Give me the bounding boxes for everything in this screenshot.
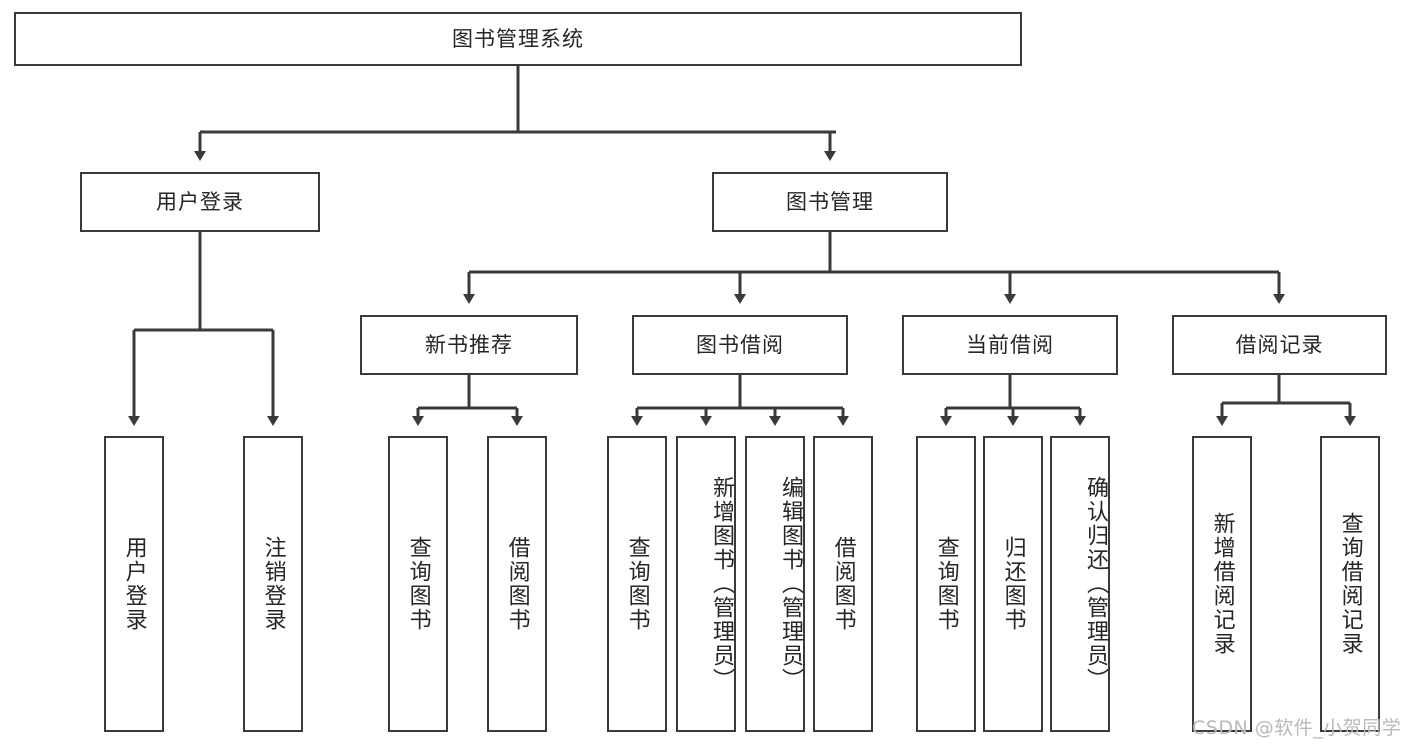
node-borrow-record[interactable]: 借阅记录	[1172, 315, 1387, 375]
node-borrow-record-label: 借阅记录	[1235, 332, 1324, 357]
leaf-add-record[interactable]: 新增借阅记录	[1192, 436, 1252, 732]
leaf-borrow-book-1[interactable]: 借阅图书	[487, 436, 547, 732]
node-book-manage-label: 图书管理	[786, 189, 874, 214]
leaf-confirm-return-label: 确认归还（管理员）	[1083, 476, 1108, 692]
node-book-manage[interactable]: 图书管理	[712, 172, 948, 232]
leaf-edit-book-label: 编辑图书（管理员）	[778, 476, 803, 692]
leaf-logout-label: 注销登录	[260, 536, 286, 632]
node-book-borrow-label: 图书借阅	[696, 332, 784, 357]
leaf-add-book-label: 新增图书（管理员）	[709, 476, 734, 692]
node-user-login[interactable]: 用户登录	[80, 172, 320, 232]
node-new-book-recommend[interactable]: 新书推荐	[360, 315, 578, 375]
node-book-borrow[interactable]: 图书借阅	[632, 315, 848, 375]
leaf-return-book-label: 归还图书	[1000, 536, 1026, 632]
leaf-return-book[interactable]: 归还图书	[983, 436, 1043, 732]
leaf-add-record-label: 新增借阅记录	[1209, 512, 1235, 656]
node-root-label: 图书管理系统	[452, 26, 584, 51]
node-user-login-label: 用户登录	[156, 189, 244, 214]
node-current-borrow[interactable]: 当前借阅	[902, 315, 1118, 375]
watermark: CSDN @软件_小贺同学	[1192, 717, 1402, 739]
leaf-query-book-3-label: 查询图书	[933, 536, 959, 632]
leaf-borrow-book-2-label: 借阅图书	[830, 536, 856, 632]
leaf-query-book-2-label: 查询图书	[624, 536, 650, 632]
leaf-edit-book[interactable]: 编辑图书（管理员）	[745, 436, 805, 732]
leaf-query-record[interactable]: 查询借阅记录	[1320, 436, 1380, 732]
leaf-query-book-2[interactable]: 查询图书	[607, 436, 667, 732]
leaf-query-book-1-label: 查询图书	[405, 536, 431, 632]
leaf-borrow-book-2[interactable]: 借阅图书	[813, 436, 873, 732]
leaf-borrow-book-1-label: 借阅图书	[504, 536, 530, 632]
leaf-query-book-1[interactable]: 查询图书	[388, 436, 448, 732]
leaf-confirm-return[interactable]: 确认归还（管理员）	[1050, 436, 1110, 732]
node-new-book-recommend-label: 新书推荐	[425, 332, 513, 357]
node-root[interactable]: 图书管理系统	[14, 12, 1022, 66]
leaf-query-book-3[interactable]: 查询图书	[916, 436, 976, 732]
node-current-borrow-label: 当前借阅	[966, 332, 1054, 357]
leaf-user-login-label: 用户登录	[121, 536, 147, 632]
leaf-add-book[interactable]: 新增图书（管理员）	[676, 436, 736, 732]
leaf-logout[interactable]: 注销登录	[243, 436, 303, 732]
leaf-user-login[interactable]: 用户登录	[104, 436, 164, 732]
leaf-query-record-label: 查询借阅记录	[1337, 512, 1363, 656]
